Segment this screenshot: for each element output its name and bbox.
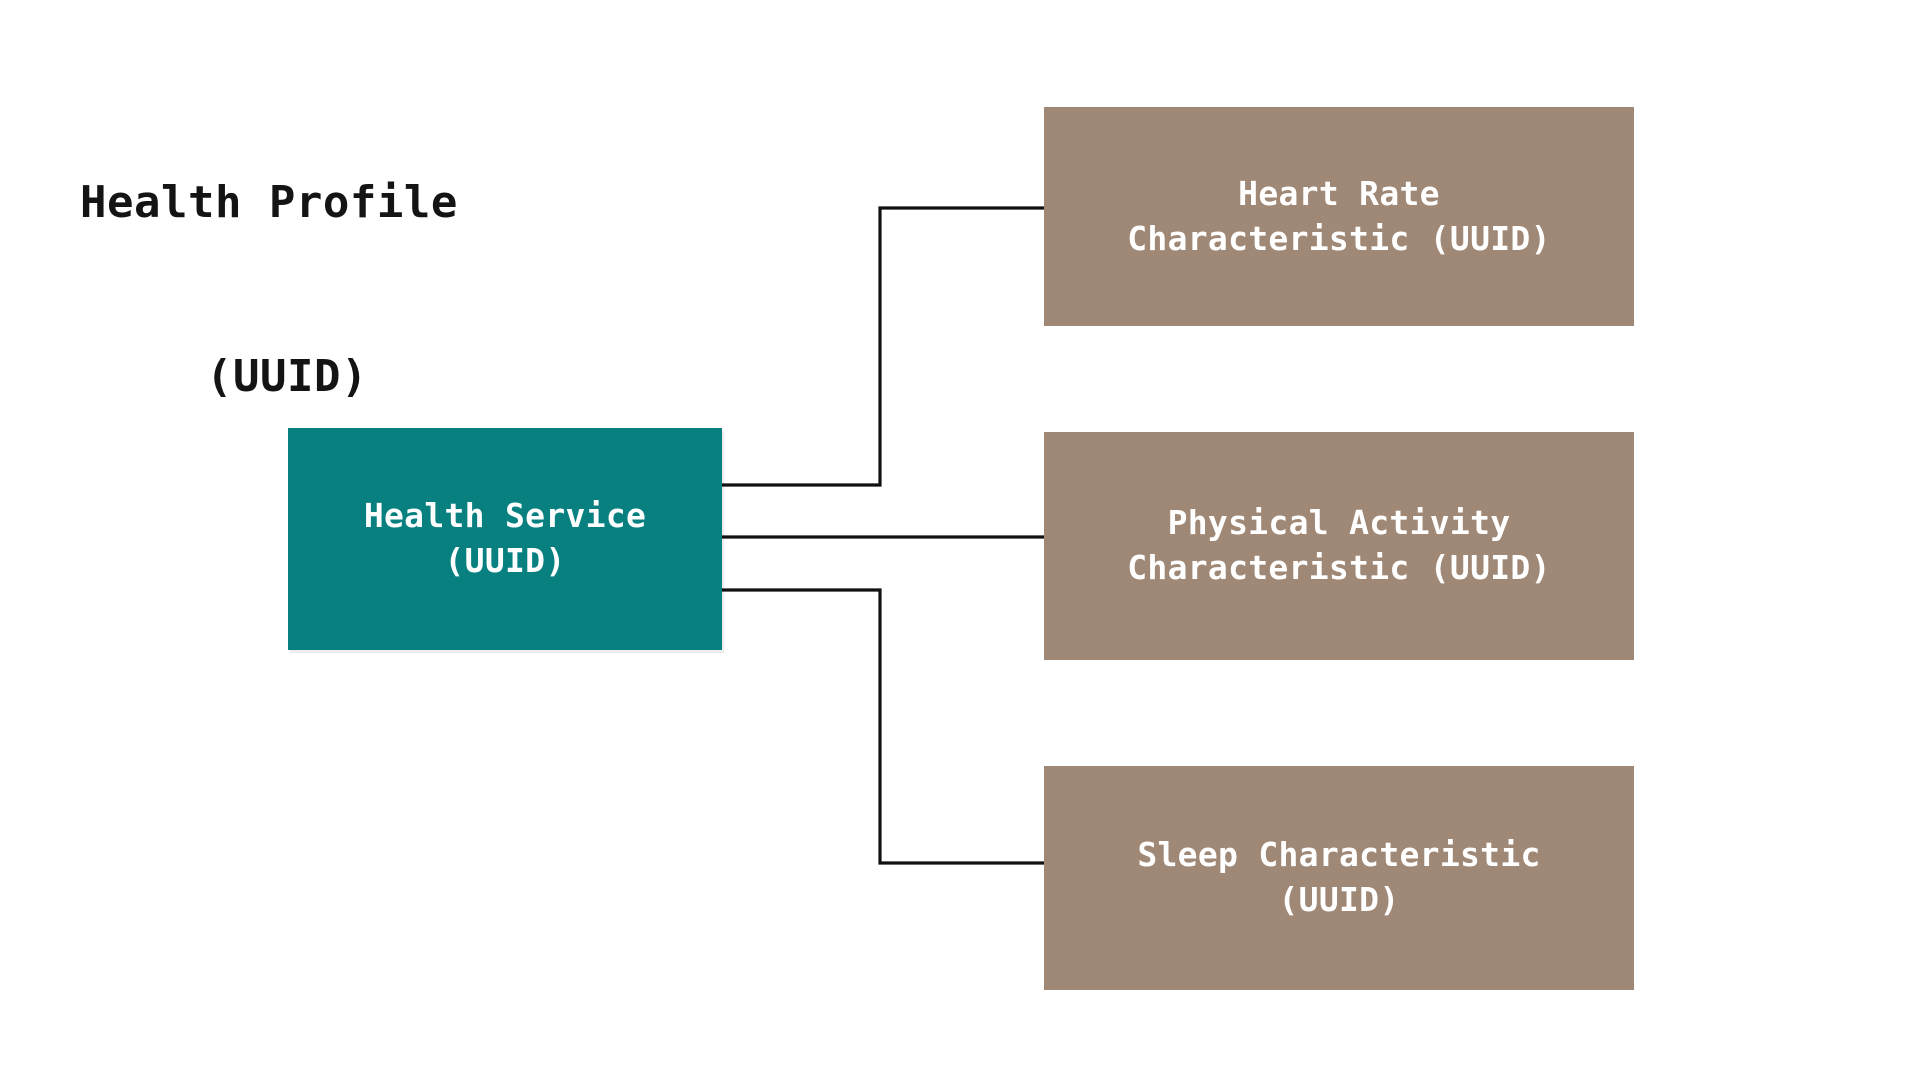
node-health-service-text: Health Service (UUID) (364, 494, 646, 584)
node-sleep-characteristic-label-line-2: (UUID) (1278, 880, 1400, 919)
node-sleep-characteristic-text: Sleep Characteristic (UUID) (1137, 833, 1540, 923)
edge-service-to-heart-rate (722, 206, 1044, 487)
node-physical-activity-characteristic-label-line-2: Characteristic (UUID) (1127, 548, 1551, 587)
node-heart-rate-characteristic-text: Heart Rate Characteristic (UUID) (1127, 172, 1551, 262)
node-health-service-label-line-1: Health Service (363, 496, 647, 536)
node-health-service-label-line-2: (UUID) (444, 541, 566, 580)
node-physical-activity-characteristic-text: Physical Activity Characteristic (UUID) (1127, 501, 1551, 591)
node-heart-rate-characteristic-label-line-2: Characteristic (UUID) (1127, 218, 1551, 258)
page-title: Health Profile (UUID) (80, 58, 540, 523)
page-title-line-1: Health Profile (80, 177, 458, 229)
node-heart-rate-characteristic[interactable]: Heart Rate Characteristic (UUID) (1044, 107, 1634, 326)
node-sleep-characteristic[interactable]: Sleep Characteristic (UUID) (1044, 766, 1634, 990)
node-sleep-characteristic-label-line-1: Sleep Characteristic (1137, 835, 1541, 875)
node-physical-activity-characteristic[interactable]: Physical Activity Characteristic (UUID) (1044, 432, 1634, 660)
edge-service-to-sleep (722, 588, 1044, 865)
page-title-line-2: (UUID) (206, 351, 368, 403)
node-physical-activity-characteristic-label-line-1: Physical Activity (1167, 503, 1511, 543)
node-health-service[interactable]: Health Service (UUID) (288, 428, 722, 650)
node-heart-rate-characteristic-label-line-1: Heart Rate (1238, 173, 1440, 213)
